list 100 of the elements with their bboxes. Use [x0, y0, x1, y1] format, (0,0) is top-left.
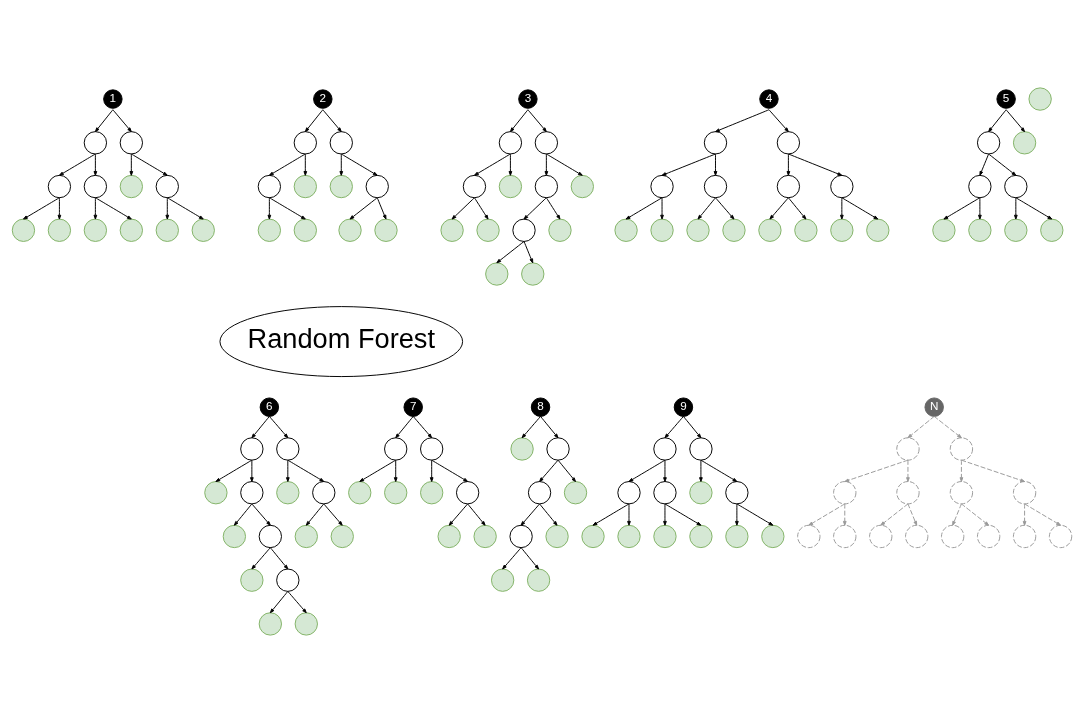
node-circle [703, 130, 728, 154]
node-circle: 3 [518, 88, 538, 109]
arrow [545, 153, 583, 176]
arrow [906, 459, 910, 482]
arrow [988, 108, 1007, 132]
node-circle [1012, 130, 1037, 154]
node-circle [932, 218, 956, 242]
node-circle [512, 218, 536, 242]
node-circle [330, 524, 354, 548]
node-circle: 8 [530, 396, 551, 417]
node-circle [437, 524, 461, 548]
node-circle [485, 261, 509, 286]
arrow [808, 502, 846, 526]
arrow [251, 502, 271, 526]
arrow [509, 108, 529, 132]
arrow [467, 502, 486, 526]
arrow [339, 153, 344, 176]
arrow [663, 459, 667, 482]
arrow [250, 459, 254, 482]
arrow [521, 415, 542, 438]
node-circle [653, 524, 677, 548]
arrow [943, 196, 981, 220]
node-circle [257, 174, 282, 198]
arrow [251, 546, 271, 569]
arrow [1022, 502, 1027, 526]
arrow [215, 459, 253, 482]
node-circle [257, 218, 282, 242]
node-circle [240, 436, 264, 461]
arrow [699, 459, 703, 482]
node-circle [534, 130, 559, 154]
node-circle: 5 [996, 88, 1016, 109]
arrow [412, 415, 433, 438]
arrow [451, 196, 475, 220]
node-circle [527, 480, 552, 504]
arrow [1005, 108, 1026, 132]
node-circle [776, 130, 801, 154]
node-circle [293, 218, 317, 242]
arrow [544, 153, 549, 176]
arrow [268, 153, 306, 176]
node-circle [384, 436, 408, 461]
arrow [735, 502, 739, 526]
node-circle [526, 568, 551, 592]
node-circle [348, 480, 372, 504]
node-ellipse: Random Forest [219, 305, 464, 377]
arrow [786, 153, 791, 176]
arrow [287, 590, 307, 613]
node-circle [896, 436, 920, 461]
arrow [664, 502, 702, 526]
node-circle [509, 524, 533, 548]
node-circle [617, 524, 641, 548]
node-circle [830, 174, 854, 198]
node-circle [614, 218, 638, 242]
arrow [269, 546, 289, 569]
arrow [502, 546, 522, 569]
node-circle [476, 218, 500, 242]
node-circle [473, 524, 497, 548]
node-circle [722, 218, 746, 242]
node-circle [119, 130, 143, 154]
arrow [715, 196, 735, 220]
node-circle [941, 524, 965, 548]
node-circle [570, 174, 594, 198]
arrow [539, 502, 558, 526]
arrow [393, 459, 398, 482]
node-circle [293, 174, 317, 198]
arrow [557, 459, 576, 482]
node-circle [761, 524, 785, 548]
node-circle [276, 568, 300, 592]
node-circle [653, 436, 677, 461]
node-circle [338, 218, 362, 242]
node-circle [83, 130, 108, 154]
node-circle [976, 524, 1001, 548]
arrow [287, 459, 325, 482]
arrow [523, 196, 547, 220]
arrow [57, 196, 62, 220]
arrow [1015, 196, 1053, 220]
node-circle [949, 436, 974, 461]
arrow [540, 415, 559, 438]
arrow [736, 502, 774, 526]
arrow [682, 415, 702, 438]
node-circle [689, 480, 713, 504]
node-circle [896, 480, 920, 504]
node-circle [546, 436, 570, 461]
node-circle [462, 174, 487, 198]
arrow [592, 502, 630, 526]
node-circle [653, 480, 677, 504]
node-circle [725, 524, 749, 548]
arrow [303, 153, 308, 176]
arrow [787, 153, 843, 176]
arrow [58, 153, 96, 176]
arrow [323, 502, 343, 526]
node-circle [47, 174, 72, 198]
node-circle [1004, 174, 1028, 198]
arrow [129, 153, 134, 176]
arrow [93, 153, 98, 176]
node-circle [703, 174, 728, 198]
arrow [304, 108, 324, 132]
arrow [523, 240, 534, 263]
arrow [269, 590, 289, 613]
node-circle [617, 480, 641, 504]
arrow [979, 153, 990, 176]
